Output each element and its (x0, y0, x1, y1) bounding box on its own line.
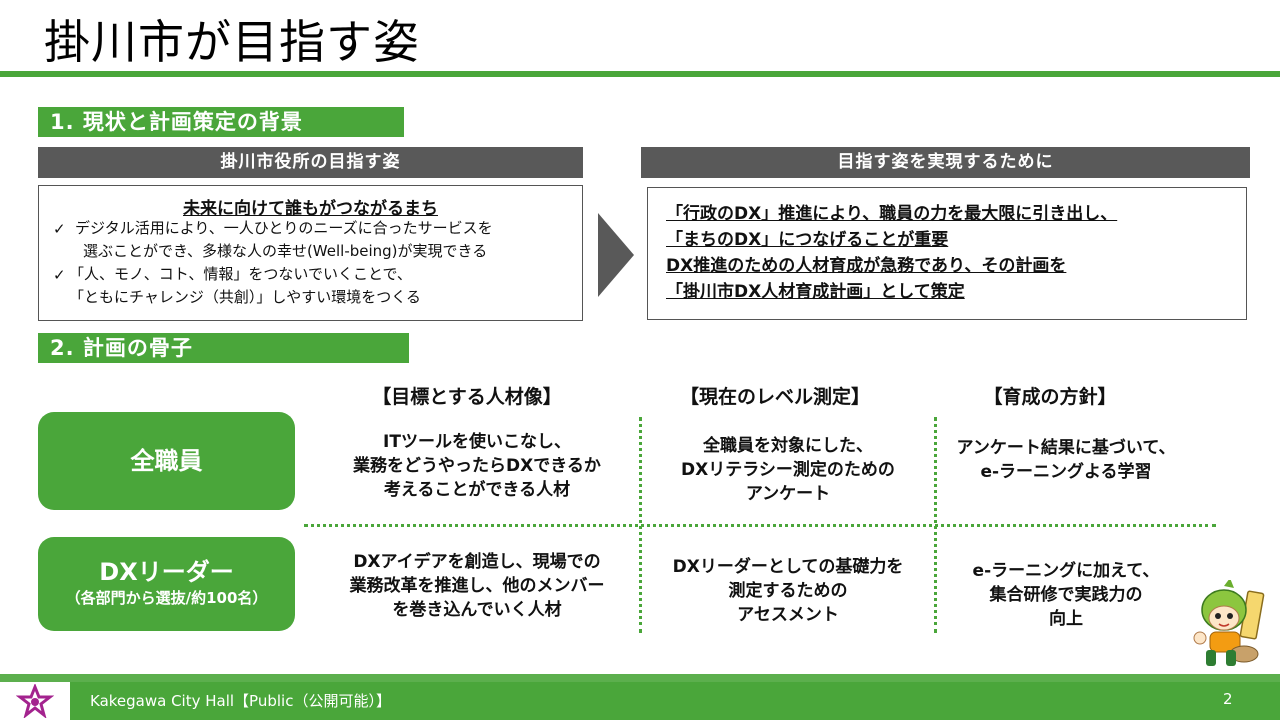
cell-dx-target: DXアイデアを創造し、現場での 業務改革を推進し、他のメンバー を巻き込んでいく… (318, 550, 636, 622)
right-panel-box: 「行政のDX」推進により、職員の力を最大限に引き出し、 「まちのDX」につなげる… (647, 187, 1247, 320)
cell-line: アセスメント (643, 603, 933, 627)
right-panel-header: 目指す姿を実現するために (641, 147, 1250, 178)
row-label-text: 全職員 (38, 412, 295, 510)
cell-line: を巻き込んでいく人材 (318, 598, 636, 622)
left-panel-header: 掛川市役所の目指す姿 (38, 147, 583, 178)
column-header-policy: 【育成の方針】 (960, 382, 1140, 409)
bullet-2-line-1: 「人、モノ、コト、情報」をつないでいくことで、 (69, 263, 412, 286)
section2-heading: 2. 計画の骨子 (38, 333, 409, 363)
cell-line: 集合研修で実践力の (938, 583, 1194, 607)
row-label-dx-leader: DXリーダー （各部門から選抜/約100名） (38, 537, 295, 631)
check-icon: ✓ (53, 266, 66, 284)
cell-dx-policy: e-ラーニングに加えて、 集合研修で実践力の 向上 (938, 559, 1194, 631)
cell-dx-measurement: DXリーダーとしての基礎力を 測定するための アセスメント (643, 555, 933, 627)
cell-line: e-ラーニングよる学習 (938, 460, 1194, 484)
right-panel-line: 「まちのDX」につなげることが重要 (666, 227, 1117, 253)
grid-divider (304, 524, 1216, 527)
row-label-text: DXリーダー (38, 537, 295, 587)
city-flower-logo-icon (16, 684, 54, 718)
cell-line: 考えることができる人材 (318, 478, 636, 502)
cell-line: アンケート結果に基づいて、 (938, 436, 1194, 460)
bullet-2-line-2: 「ともにチャレンジ（共創）」しやすい環境をつくる (69, 286, 421, 309)
cell-all-target: ITツールを使いこなし、 業務をどうやったらDXできるか 考えることができる人材 (318, 430, 636, 502)
column-header-target: 【目標とする人材像】 (352, 382, 582, 409)
cell-line: DXリテラシー測定のための (643, 458, 933, 482)
cell-all-policy: アンケート結果に基づいて、 e-ラーニングよる学習 (938, 436, 1194, 484)
footer-text: Kakegawa City Hall【Public（公開可能）】 (90, 690, 391, 711)
check-icon: ✓ (53, 220, 66, 238)
bullet-1-line-1: デジタル活用により、一人ひとりのニーズに合ったサービスを (75, 217, 493, 240)
cell-line: アンケート (643, 482, 933, 506)
left-panel-box: 未来に向けて誰もがつながるまち ✓ デジタル活用により、一人ひとりのニーズに合っ… (38, 185, 583, 321)
cell-line: 向上 (938, 607, 1194, 631)
row-sublabel-text: （各部門から選抜/約100名） (38, 587, 295, 609)
cell-line: 測定するための (643, 579, 933, 603)
section1-heading: 1. 現状と計画策定の背景 (38, 107, 404, 137)
cell-line: 業務改革を推進し、他のメンバー (318, 574, 636, 598)
column-header-measurement: 【現在のレベル測定】 (660, 382, 890, 409)
right-panel-line: 「行政のDX」推進により、職員の力を最大限に引き出し、 (666, 201, 1117, 227)
cell-line: 業務をどうやったらDXできるか (318, 454, 636, 478)
cell-all-measurement: 全職員を対象にした、 DXリテラシー測定のための アンケート (643, 434, 933, 506)
cell-line: DXアイデアを創造し、現場での (318, 550, 636, 574)
mascot-character-icon (1186, 580, 1270, 672)
title-rule (0, 71, 1280, 77)
cell-line: 全職員を対象にした、 (643, 434, 933, 458)
right-panel-line: DX推進のための人材育成が急務であり、その計画を (666, 253, 1117, 279)
footer-accent-bar (0, 674, 1280, 682)
page-number: 2 (1223, 690, 1233, 708)
footer-logo-area (0, 682, 70, 720)
cell-line: DXリーダーとしての基礎力を (643, 555, 933, 579)
right-panel-line: 「掛川市DX人材育成計画」として策定 (666, 279, 1117, 305)
cell-line: e-ラーニングに加えて、 (938, 559, 1194, 583)
row-label-all-staff: 全職員 (38, 412, 295, 510)
cell-line: ITツールを使いこなし、 (318, 430, 636, 454)
page-title: 掛川市が目指す姿 (44, 6, 420, 72)
left-panel-subheading: 未来に向けて誰もがつながるまち (39, 194, 582, 219)
arrow-right-icon (598, 213, 634, 297)
bullet-1-line-2: 選ぶことができ、多様な人の幸せ(Well-being)が実現できる (83, 240, 487, 263)
